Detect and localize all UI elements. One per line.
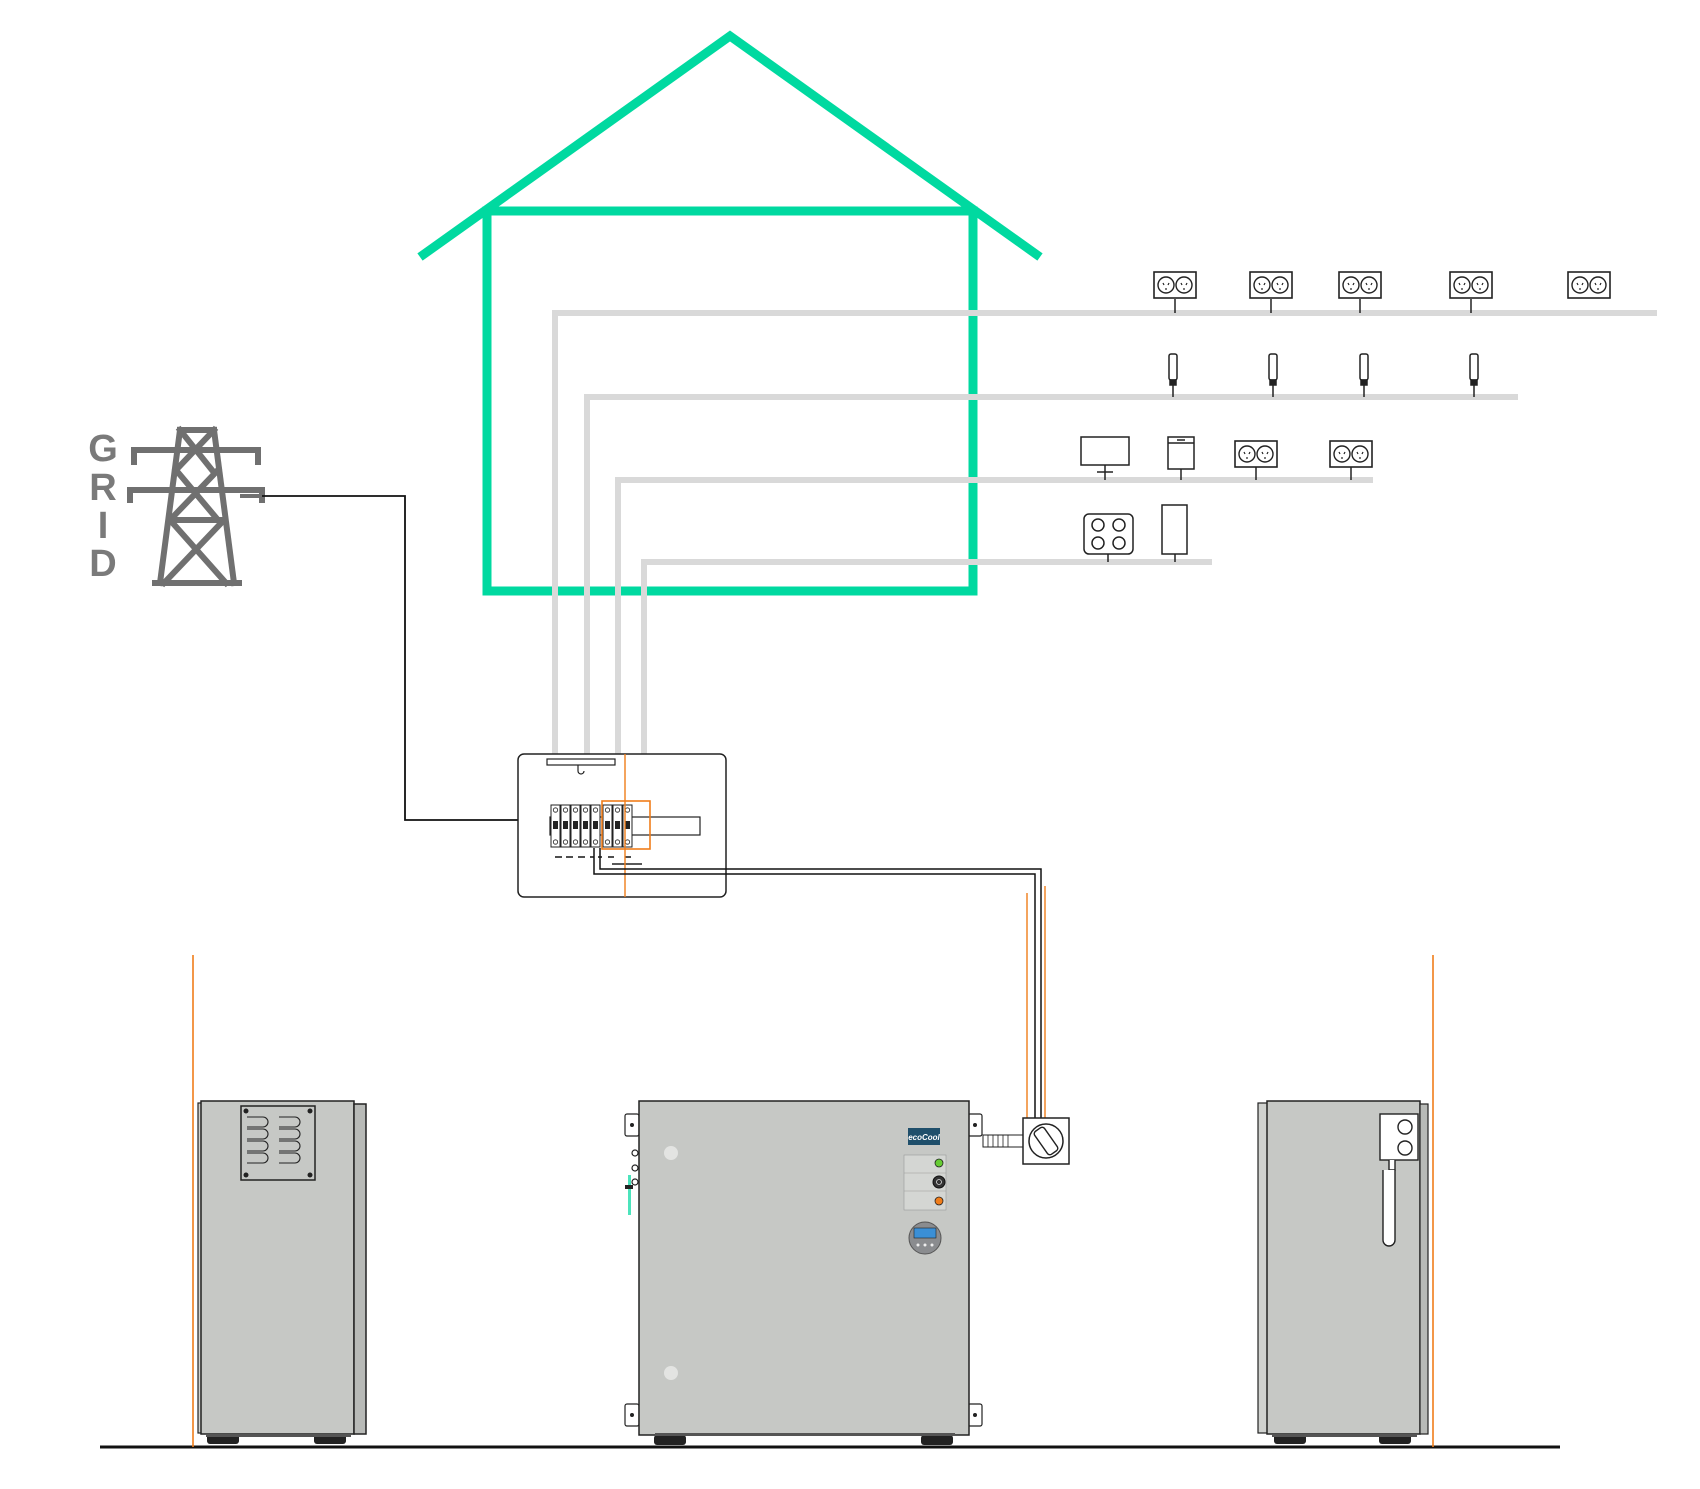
power-outlet-icon [1449, 271, 1493, 313]
ecocool-brand: ecoCool [908, 1133, 940, 1142]
monitor-icon [1080, 436, 1130, 480]
vent-grille [240, 1105, 316, 1181]
light-bulb-icon [1359, 353, 1369, 397]
power-outlet-icon [1567, 271, 1611, 299]
circuit-4-wire [641, 559, 1212, 754]
power-outlet-icon [1338, 271, 1382, 313]
circuit-4-devices [1083, 504, 1188, 562]
power-outlet-icon [1329, 440, 1373, 480]
cabinet-front-view: ecoCool [624, 1100, 983, 1445]
grid-letter-d: D [89, 543, 116, 585]
power-outlet-icon [1234, 440, 1278, 480]
grid-letter-i: I [98, 505, 109, 547]
dishwasher-icon [1167, 436, 1195, 480]
grid-label: G R I D [88, 428, 118, 585]
ecocool-logo [908, 1128, 940, 1145]
fridge-icon [1161, 504, 1188, 562]
circuit-2-devices [1168, 353, 1479, 397]
grid-letter-r: R [89, 467, 116, 509]
status-led-orange [934, 1196, 944, 1206]
power-switch-button [932, 1175, 946, 1189]
busbar [546, 758, 616, 766]
pipe-fitting [1379, 1113, 1419, 1247]
grid-feed-wire [262, 495, 520, 821]
unit-supply-cable [593, 848, 1042, 1120]
grid-letter-g: G [88, 428, 118, 470]
cabinet-left-side-view [197, 1100, 367, 1444]
distribution-board [517, 753, 727, 898]
isolator-switch [982, 1117, 1070, 1165]
circuit-3-wire [615, 477, 1373, 754]
cabinet-right-side-view [1257, 1100, 1429, 1444]
house-outline [417, 30, 1043, 596]
light-bulb-icon [1268, 353, 1278, 397]
circuit-wires [552, 310, 1657, 754]
circuit-breakers [550, 804, 633, 848]
circuit-2-wire [584, 394, 1518, 754]
status-led-green [934, 1158, 944, 1168]
light-bulb-icon [1168, 353, 1178, 397]
cooktop-icon [1083, 513, 1134, 562]
light-bulb-icon [1469, 353, 1479, 397]
grid-pylon-icon [127, 425, 265, 588]
controller-display [908, 1221, 942, 1255]
power-outlet-icon [1249, 271, 1293, 313]
circuit-1-wire [552, 310, 1657, 754]
circuit-1-devices [1153, 271, 1611, 313]
ecocool-breaker-highlight [601, 800, 651, 850]
power-outlet-icon [1153, 271, 1197, 313]
circuit-3-devices [1080, 436, 1373, 480]
